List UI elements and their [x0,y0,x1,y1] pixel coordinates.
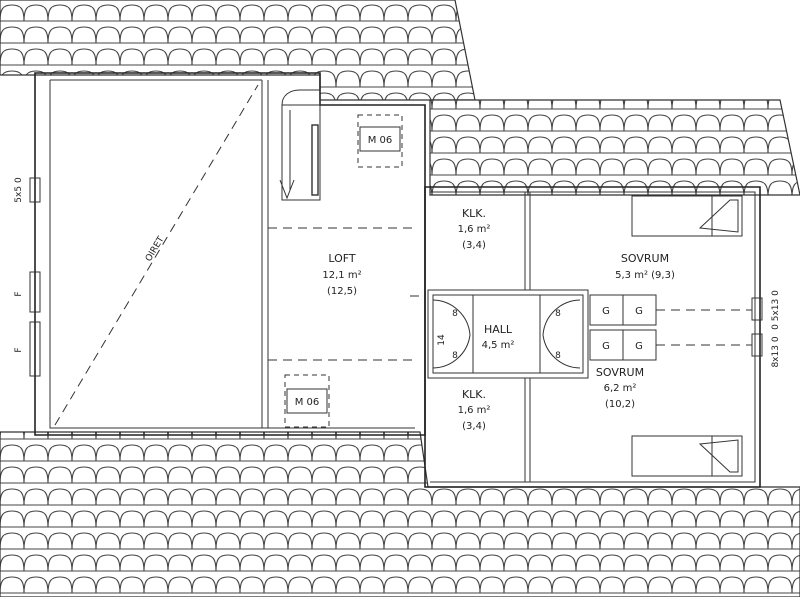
closet-top-gross: (3,4) [462,240,486,251]
vent-top-label: M 06 [368,135,393,146]
closet-top-area: 1,6 m² [458,224,491,235]
wardrobe-letter: G [602,341,610,352]
attic-area: OIRET [54,80,269,428]
bedroom-top-name: SOVRUM [621,252,669,265]
door-hall-right-bottom: 8 [555,351,561,361]
loft-area: 12,1 m² [322,270,361,281]
attic-label: OIRET [144,235,167,264]
edge-labels: 5x5 0 F F 0 5x13 0 8x13 0 [14,177,781,367]
windows [29,177,763,377]
loft-dashes [268,227,425,361]
hall-area: 4,5 m² [482,340,515,351]
vent-top: M 06 [357,114,403,168]
vent-bottom-label: M 06 [295,397,320,408]
vent-bottom: M 06 [284,374,330,428]
door-hall-left-top: 8 [452,309,458,319]
wardrobes: G G G G [589,294,752,361]
marker-f-upper: F [14,291,24,296]
closet-bottom-area: 1,6 m² [458,405,491,416]
room-bedroom-top: SOVRUM 5,3 m² (9,3) [615,195,743,281]
room-bedroom-bottom: SOVRUM 6,2 m² (10,2) [596,366,743,477]
wardrobe-letter: G [602,306,610,317]
window-right-top-label: 0 5x13 0 [771,290,781,330]
building-walls [34,72,761,488]
loft-gross: (12,5) [327,286,357,297]
bedroom-top-area: 5,3 m² (9,3) [615,270,675,281]
window-left-top-label: 5x5 0 [14,177,24,203]
room-closet-top: KLK. 1,6 m² (3,4) [458,192,531,290]
bedroom-bottom-gross: (10,2) [605,399,635,410]
room-hall: HALL 4,5 m² 8 8 8 8 14 [427,289,589,379]
room-closet-bottom: KLK. 1,6 m² (3,4) [458,378,531,482]
closet-top-name: KLK. [462,207,486,220]
closet-bottom-gross: (3,4) [462,421,486,432]
bedroom-bottom-name: SOVRUM [596,366,644,379]
door-hall-side: 14 [437,334,447,346]
room-loft: LOFT 12,1 m² (12,5) [322,252,361,297]
wardrobe-letter: G [635,306,643,317]
hall-name: HALL [484,323,513,336]
closet-bottom-name: KLK. [462,388,486,401]
wardrobe-letter: G [635,341,643,352]
window-right-bottom-label: 8x13 0 [771,336,781,367]
bedroom-bottom-area: 6,2 m² [604,383,637,394]
chimney [279,89,321,201]
door-hall-left-bottom: 8 [452,351,458,361]
marker-f-lower: F [14,347,24,352]
loft-name: LOFT [328,252,356,265]
door-hall-right-top: 8 [555,309,561,319]
